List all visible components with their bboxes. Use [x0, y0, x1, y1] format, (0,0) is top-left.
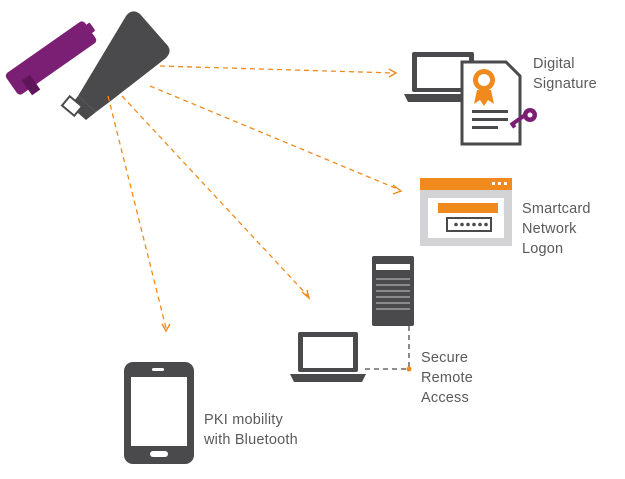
server-icon	[372, 256, 414, 326]
pki-mobility-label: PKI mobility with Bluetooth	[204, 410, 298, 450]
arrowhead-secure-remote	[301, 289, 311, 300]
certificate-document-icon	[460, 60, 522, 146]
connector-dot	[406, 366, 412, 372]
label-line: Network	[522, 221, 577, 237]
digital-signature-label: Digital Signature	[533, 54, 597, 94]
label-line: PKI mobility	[204, 412, 283, 428]
usb-token-gray-icon	[60, 11, 170, 120]
arrowhead-smartcard-logon	[392, 184, 403, 195]
label-line: Smartcard	[522, 201, 591, 217]
label-line: Logon	[522, 241, 564, 257]
smartcard-logon-label: Smartcard Network Logon	[522, 199, 591, 259]
connector-arrowheads	[161, 68, 403, 333]
arrowhead-digital-signature	[388, 68, 398, 78]
usb-token-purple-icon	[5, 21, 97, 96]
connector-lines	[107, 65, 410, 370]
label-line: Digital	[533, 56, 575, 72]
password-field-icon	[446, 217, 492, 232]
connector-digital-signature	[159, 65, 395, 74]
label-line: with Bluetooth	[204, 432, 298, 448]
key-icon	[509, 108, 537, 129]
remote-laptop-icon	[290, 332, 366, 382]
secure-remote-access-label: Secure Remote Access	[421, 348, 473, 408]
connector-smartcard-logon	[149, 85, 401, 191]
label-line: Access	[421, 390, 469, 406]
label-line: Signature	[533, 76, 597, 92]
label-line: Remote	[421, 370, 473, 386]
connector-pki-mobility	[107, 95, 167, 329]
arrowhead-pki-mobility	[161, 323, 171, 333]
connector-secure-remote	[121, 95, 309, 297]
smartphone-icon	[124, 362, 194, 464]
label-line: Secure	[421, 350, 469, 366]
login-window-icon	[420, 178, 512, 246]
